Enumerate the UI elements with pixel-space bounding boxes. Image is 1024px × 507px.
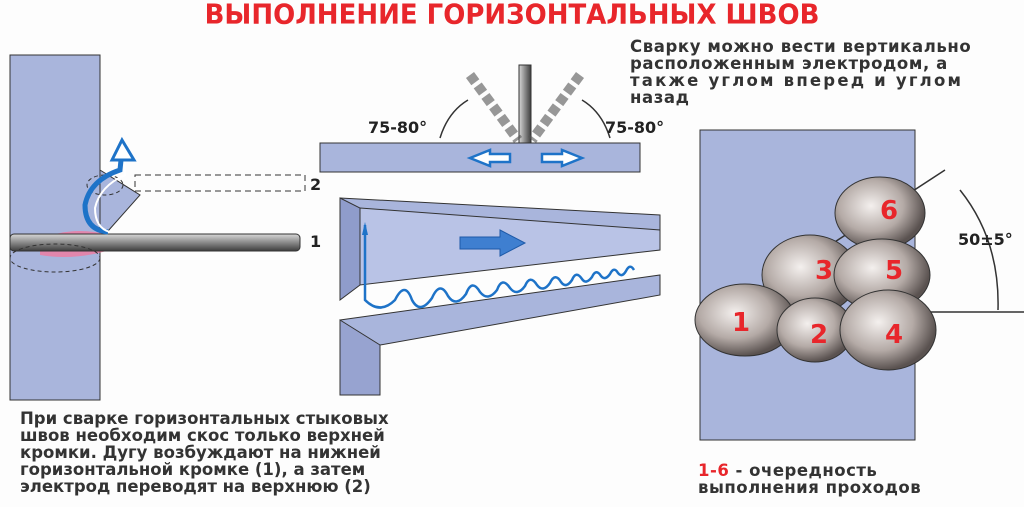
direction-arrow-icon bbox=[459, 229, 527, 257]
vertical-plate bbox=[9, 54, 101, 401]
bead-label-1: 1 bbox=[732, 308, 751, 338]
electrode-label-1: 1 bbox=[310, 232, 322, 251]
angle-right-label: 75-80° bbox=[605, 118, 665, 137]
arrow-left-icon bbox=[466, 148, 512, 168]
arrow-right-icon bbox=[540, 148, 586, 168]
multipass-figure bbox=[694, 129, 1024, 441]
horizontal-butt-joint-figure bbox=[339, 197, 661, 396]
motion-arrow-icon bbox=[82, 149, 125, 235]
bead-label-2: 2 bbox=[810, 320, 829, 350]
electrode-label-2: 2 bbox=[310, 175, 322, 194]
vertical-electrode bbox=[518, 64, 532, 144]
angle-left-label: 75-80° bbox=[368, 118, 428, 137]
bead-4 bbox=[839, 289, 937, 371]
electrode-2-dashed bbox=[134, 174, 306, 192]
electrode-angle-figure bbox=[319, 64, 641, 173]
bead-label-3: 3 bbox=[815, 256, 834, 286]
bead-label-4: 4 bbox=[885, 320, 904, 350]
page-title: ВЫПОЛНЕНИЕ ГОРИЗОНТАЛЬНЫХ ШВОВ bbox=[204, 0, 820, 31]
bead-label-5: 5 bbox=[885, 256, 904, 286]
left-joint-figure bbox=[9, 54, 306, 401]
weaving-path-icon bbox=[363, 225, 636, 309]
electrode-1 bbox=[9, 233, 301, 252]
bead-label-6: 6 bbox=[880, 196, 899, 226]
bead-angle-label: 50±5° bbox=[958, 230, 1013, 249]
